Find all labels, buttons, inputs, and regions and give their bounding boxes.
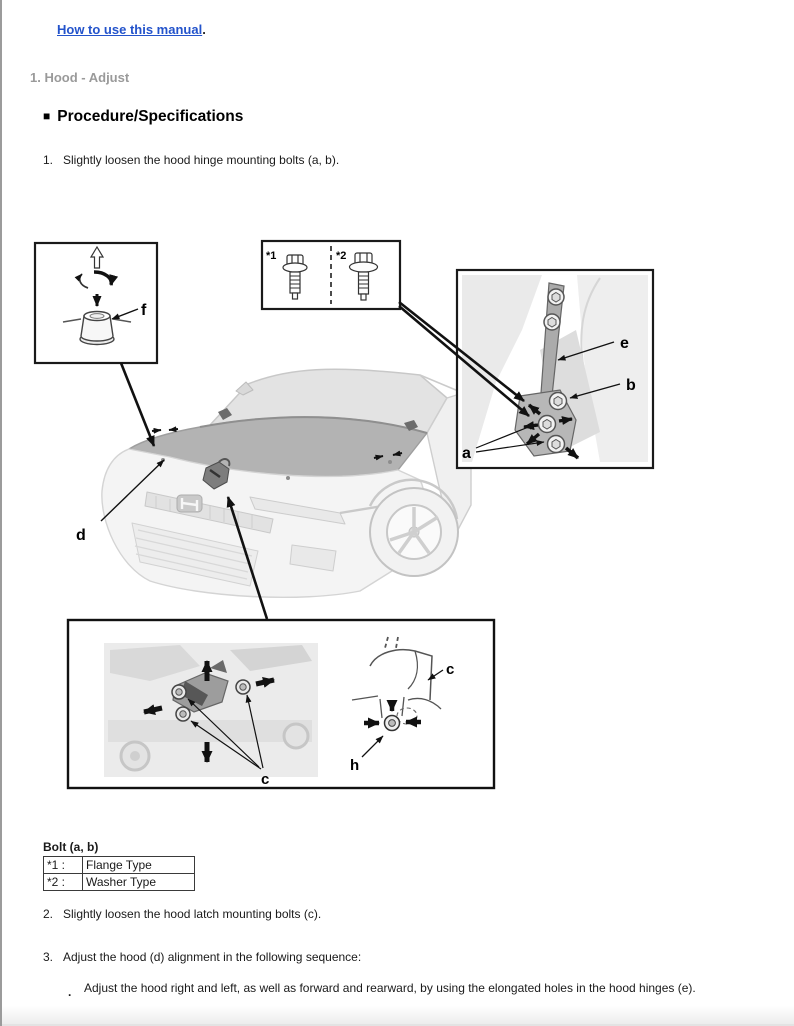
table-row: *2 : Washer Type <box>43 873 195 891</box>
label-a: a <box>462 445 471 462</box>
window-left-border <box>0 0 2 1026</box>
page-title: 1. Hood - Adjust <box>30 70 130 85</box>
front-wheel <box>368 478 459 577</box>
label-c-latch: c <box>261 771 269 788</box>
how-to-use-manual-link[interactable]: How to use this manual <box>57 22 203 37</box>
label-h: h <box>350 757 359 774</box>
bolt-row-key: *1 : <box>43 856 83 874</box>
car-illustration <box>101 368 472 598</box>
washer-bolt-icon <box>348 252 379 301</box>
label-c-profile: c <box>446 661 454 678</box>
step-1: 1. Slightly loosen the hood hinge mounti… <box>43 153 339 167</box>
section-heading: ■ Procedure/Specifications <box>43 108 243 126</box>
bolt-types-inset: *1 *2 <box>260 239 402 311</box>
bolt-row-key: *2 : <box>43 873 83 891</box>
label-b: b <box>626 377 636 394</box>
honda-logo <box>176 494 203 513</box>
step-2: 2. Slightly loosen the hood latch mounti… <box>43 907 321 921</box>
step-3-text: Adjust the hood (d) alignment in the fol… <box>63 950 362 964</box>
label-d: d <box>76 527 86 544</box>
table-row: *1 : Flange Type <box>43 856 195 874</box>
bolt-row-value: Washer Type <box>82 873 195 891</box>
section-heading-label: Procedure/Specifications <box>57 108 244 125</box>
hood-cushion-icon <box>62 310 132 346</box>
latch-profile-view: c h <box>350 636 454 774</box>
label-star1: *1 <box>266 250 276 262</box>
step-3-number: 3. <box>43 950 54 964</box>
bullet-marker: . <box>68 985 72 999</box>
label-e: e <box>620 335 629 352</box>
page-bottom-shade <box>2 1006 794 1026</box>
hood-latch <box>202 458 231 490</box>
flange-bolt-icon <box>282 254 308 300</box>
step-1-number: 1. <box>43 153 54 167</box>
label-star2: *2 <box>336 250 346 262</box>
step-3-bullet-text: Adjust the hood right and left, as well … <box>84 981 696 995</box>
latch-engine-bay-view: c <box>104 643 318 788</box>
label-f: f <box>141 302 147 319</box>
step-3-bullet: . Adjust the hood right and left, as wel… <box>68 981 696 999</box>
step-3: 3. Adjust the hood (d) alignment in the … <box>43 950 361 964</box>
step-2-number: 2. <box>43 907 54 921</box>
how-to-use-link-line: How to use this manual. <box>57 22 206 37</box>
bolt-row-value: Flange Type <box>82 856 195 874</box>
hinge-inset: e b a <box>455 268 655 470</box>
step-2-text: Slightly loosen the hood latch mounting … <box>63 907 322 921</box>
hinge-bolts <box>537 288 568 454</box>
cushion-inset: f <box>33 241 159 365</box>
latch-inset: c c h <box>66 618 496 790</box>
square-bullet-icon: ■ <box>43 109 51 123</box>
callout-d: d <box>76 459 165 544</box>
step-1-text: Slightly loosen the hood hinge mounting … <box>63 153 340 167</box>
bolt-table-title: Bolt (a, b) <box>43 840 99 854</box>
link-period: . <box>202 22 206 37</box>
bolt-type-table: *1 : Flange Type *2 : Washer Type <box>43 856 195 891</box>
